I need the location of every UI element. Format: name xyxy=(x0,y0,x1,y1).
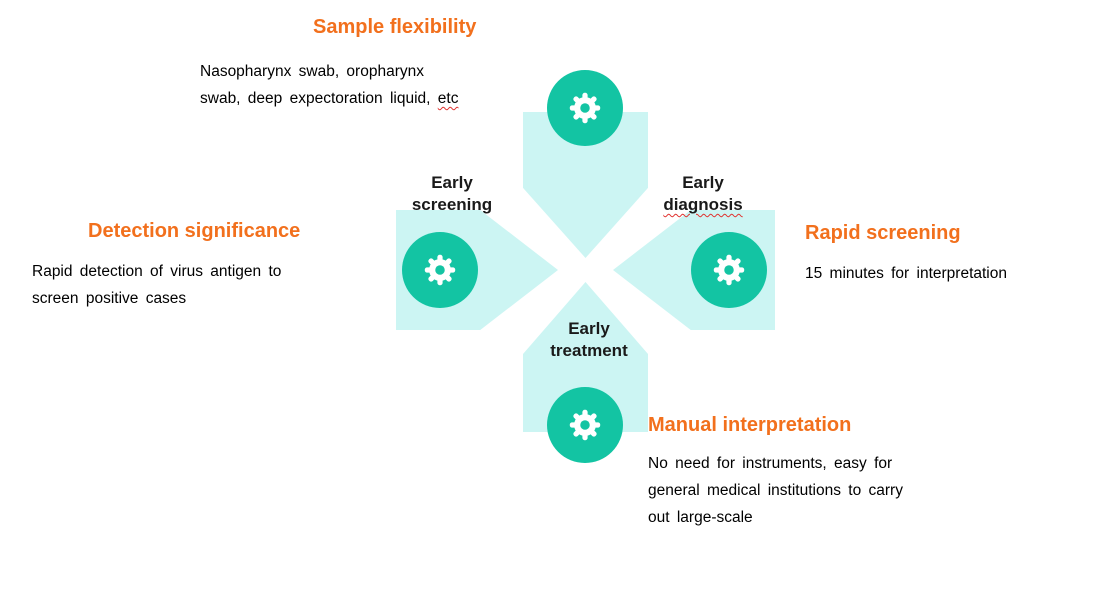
label-line: screening xyxy=(411,195,493,214)
body-line: Rapid detection of virus antigen to xyxy=(32,263,282,280)
gear-icon xyxy=(424,254,456,286)
section-body-detection-significance: Rapid detection of virus antigen to scre… xyxy=(32,258,362,312)
section-body-manual-interpretation: No need for instruments, easy for genera… xyxy=(648,450,958,531)
body-line: swab, deep expectoration liquid, etc xyxy=(200,85,540,112)
body-line-text: swab, deep expectoration liquid, xyxy=(200,90,438,107)
misspelled-word: etc xyxy=(437,90,459,107)
body-line: screen positive cases xyxy=(32,290,187,307)
section-body-sample-flexibility: Nasopharynx swab, oropharynx swab, deep … xyxy=(200,58,540,112)
gear-icon xyxy=(569,92,601,124)
misspelled-word: diagnosis xyxy=(663,195,743,214)
body-line: No need for instruments, easy for xyxy=(648,455,893,472)
section-title-manual-interpretation: Manual interpretation xyxy=(648,414,852,436)
center-label-early-screening: Early screening xyxy=(412,172,492,216)
label-line: Early xyxy=(431,173,473,192)
body-line: general medical institutions to carry xyxy=(648,482,903,499)
section-title-detection-significance: Detection significance xyxy=(88,220,301,242)
body-line: 15 minutes for interpretation xyxy=(805,265,1007,282)
label-line: Early xyxy=(682,173,724,192)
body-line: out large-scale xyxy=(648,509,753,526)
node-circle-top xyxy=(547,70,623,146)
gear-icon xyxy=(569,409,601,441)
label-line: Early xyxy=(568,319,610,338)
center-label-early-diagnosis: Early diagnosis xyxy=(663,172,742,216)
section-title-sample-flexibility: Sample flexibility xyxy=(313,16,477,38)
section-body-rapid-screening: 15 minutes for interpretation xyxy=(805,260,1095,287)
node-circle-bottom xyxy=(547,387,623,463)
node-circle-left xyxy=(402,232,478,308)
center-label-early-treatment: Early treatment xyxy=(550,318,627,362)
body-line: Nasopharynx swab, oropharynx xyxy=(200,63,424,80)
node-circle-right xyxy=(691,232,767,308)
gear-icon xyxy=(713,254,745,286)
label-line: treatment xyxy=(550,341,628,360)
section-title-rapid-screening: Rapid screening xyxy=(805,222,961,244)
